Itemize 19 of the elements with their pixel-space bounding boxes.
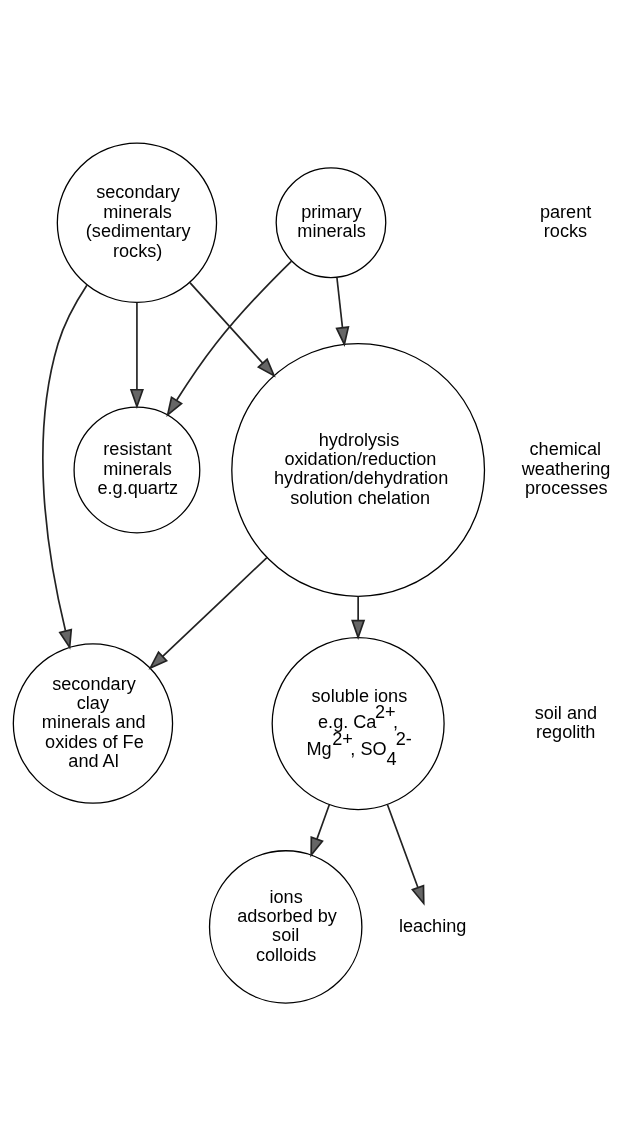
label: chemical weathering processes bbox=[521, 438, 611, 498]
node-circle: ions adsorbed by soil colloids bbox=[208, 849, 363, 1004]
node-text: leaching bbox=[398, 915, 467, 936]
node-circle: secondary minerals (sedimentary rocks) bbox=[56, 142, 218, 303]
arrow bbox=[42, 283, 88, 650]
arrow bbox=[148, 556, 268, 670]
node-circle: hydrolysis oxidation/reduction hydration/dehydration solution chelation bbox=[231, 342, 486, 597]
arrow bbox=[310, 803, 331, 857]
label: parent rocks bbox=[539, 201, 592, 241]
arrow bbox=[189, 281, 276, 378]
arrow bbox=[386, 803, 425, 906]
arrow bbox=[129, 301, 144, 409]
arrow bbox=[166, 259, 293, 417]
arrow bbox=[335, 276, 350, 347]
node-circle: resistant minerals e.g.quartz bbox=[73, 405, 201, 533]
label: soil and regolith bbox=[534, 702, 598, 742]
node-circle: primary minerals bbox=[275, 166, 387, 278]
node-circle: secondary clay minerals and oxides of Fe and Al bbox=[12, 642, 174, 804]
arrow bbox=[351, 595, 366, 640]
